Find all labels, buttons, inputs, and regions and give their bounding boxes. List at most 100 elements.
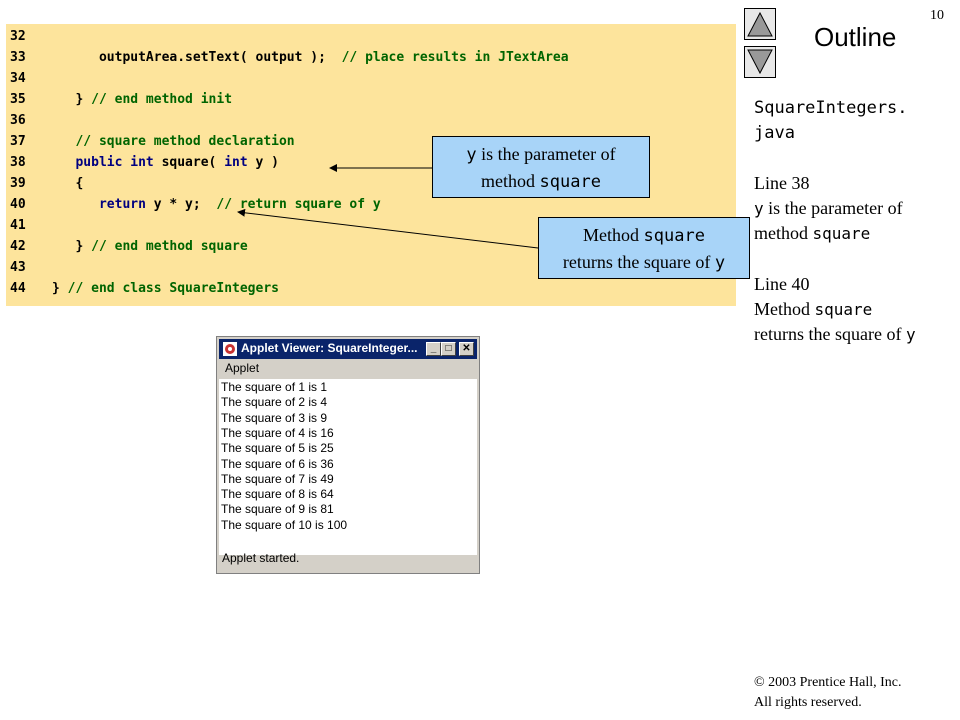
- code-comment: // end class SquareIntegers: [67, 281, 279, 296]
- note-line40-heading: Line 40: [754, 274, 810, 294]
- previous-slide-button[interactable]: [744, 8, 776, 40]
- next-slide-button[interactable]: [744, 46, 776, 78]
- line-number: 41: [10, 218, 26, 233]
- slide-number: 10: [930, 8, 944, 23]
- callout-parameter-mono: y: [466, 145, 477, 165]
- note-line38-heading: Line 38: [754, 173, 810, 193]
- code-line: 40 return y * y; // return square of y: [6, 194, 381, 215]
- code-comment: // place results in JTextArea: [341, 50, 569, 65]
- maximize-icon: □: [445, 343, 452, 354]
- code-line: 38 public int square( int y ): [6, 152, 279, 173]
- note-line40-mono: square: [814, 300, 873, 319]
- note-line40-desc2: returns the square of: [754, 324, 906, 344]
- line-number: 43: [10, 260, 26, 275]
- code-text: outputArea.setText( output );: [52, 50, 342, 65]
- code-line: 43: [6, 257, 52, 278]
- line-number: 33: [10, 50, 26, 65]
- code-comment: // return square of y: [216, 197, 381, 212]
- note-line38-text2: method square: [754, 221, 870, 246]
- callout-return-text2: returns the square of: [562, 252, 715, 272]
- callout-return: Method square returns the square of y: [538, 217, 750, 279]
- code-line: 36: [6, 110, 52, 131]
- code-line: 35 } // end method init: [6, 89, 232, 110]
- code-comment: // end method square: [91, 239, 248, 254]
- line-number: 34: [10, 71, 26, 86]
- code-text: square(: [161, 155, 225, 170]
- result-line: The square of 4 is 16: [221, 425, 334, 440]
- callout-parameter-mono2: square: [539, 172, 601, 192]
- code-keyword: return: [52, 197, 154, 212]
- callout-parameter-text: is the parameter of: [476, 144, 616, 164]
- maximize-button[interactable]: □: [441, 342, 456, 356]
- code-line: 33 outputArea.setText( output ); // plac…: [6, 47, 569, 68]
- code-line: 34: [6, 68, 52, 89]
- copyright: © 2003 Prentice Hall, Inc.: [754, 675, 902, 690]
- note-line40-desc: Method: [754, 299, 815, 319]
- close-button[interactable]: ✕: [459, 342, 474, 356]
- down-arrow-icon: [747, 49, 773, 75]
- line-number: 35: [10, 92, 26, 107]
- code-line: 39 {: [6, 173, 83, 194]
- code-comment: // square method declaration: [52, 134, 295, 149]
- note-line38-desc: is the parameter of: [763, 198, 903, 218]
- result-line: The square of 3 is 9: [221, 410, 328, 425]
- callout-parameter-text2: method: [481, 171, 540, 191]
- line-number: 39: [10, 176, 26, 191]
- line-number: 42: [10, 239, 26, 254]
- callout-return-text: Method: [583, 225, 644, 245]
- result-line: The square of 2 is 4: [221, 395, 328, 410]
- minimize-button[interactable]: _: [426, 342, 441, 356]
- up-arrow-icon: [747, 11, 773, 37]
- result-line: The square of 1 is 1: [221, 380, 328, 394]
- close-icon: ✕: [462, 343, 471, 354]
- note-line40-mono2: y: [905, 325, 916, 344]
- result-line: The square of 10 is 100: [221, 517, 348, 532]
- result-line: The square of 7 is 49: [221, 471, 334, 486]
- code-text: }: [52, 92, 92, 107]
- callout-return-mono2: y: [714, 253, 726, 273]
- file-name-text: SquareIntegers. java: [754, 98, 908, 143]
- note-line40-text2: returns the square of y: [754, 322, 916, 347]
- code-comment: // end method init: [91, 92, 233, 107]
- applet-viewer-window: Applet Viewer: SquareInteger... _ □ ✕ Ap…: [216, 336, 480, 574]
- code-line: 32: [6, 26, 52, 47]
- note-line38-text: y is the parameter of: [754, 196, 903, 221]
- java-icon: [223, 342, 237, 356]
- result-line: The square of 6 is 36: [221, 456, 334, 471]
- code-line: 42 } // end method square: [6, 236, 248, 257]
- code-text: y ): [255, 155, 279, 170]
- code-text: y * y;: [153, 197, 217, 212]
- code-keyword: public int: [52, 155, 162, 170]
- line-number: 37: [10, 134, 26, 149]
- applet-menu[interactable]: Applet: [225, 361, 260, 375]
- code-text: }: [52, 239, 92, 254]
- note-line40-text: Method square: [754, 297, 872, 322]
- code-text: {: [52, 176, 84, 191]
- applet-title: Applet Viewer: SquareInteger...: [241, 341, 418, 355]
- applet-titlebar[interactable]: Applet Viewer: SquareInteger... _ □ ✕: [219, 339, 477, 359]
- result-line: The square of 9 is 81: [221, 502, 334, 517]
- code-line: 41: [6, 215, 52, 236]
- callout-parameter: y is the parameter of method square: [432, 136, 650, 198]
- code-line: 37 // square method declaration: [6, 131, 295, 152]
- rights: All rights reserved.: [754, 695, 862, 710]
- code-line: 44} // end class SquareIntegers: [6, 278, 279, 299]
- outline-title: Outline: [814, 22, 897, 52]
- line-number: 40: [10, 197, 26, 212]
- result-line: The square of 8 is 64: [221, 487, 334, 502]
- line-number: 38: [10, 155, 26, 170]
- result-line: The square of 5 is 25: [221, 441, 334, 456]
- file-name: SquareIntegers. java: [754, 96, 954, 146]
- code-text: }: [52, 281, 68, 296]
- callout-arrow-2: [237, 208, 539, 249]
- callout-return-mono: square: [643, 226, 705, 246]
- note-line38-mono: y: [754, 199, 764, 218]
- note-line38-desc2: method: [754, 223, 813, 243]
- line-number: 36: [10, 113, 26, 128]
- note-line38-mono2: square: [812, 224, 871, 243]
- line-number: 44: [10, 281, 26, 296]
- minimize-icon: _: [430, 343, 437, 354]
- applet-status: Applet started.: [222, 551, 300, 565]
